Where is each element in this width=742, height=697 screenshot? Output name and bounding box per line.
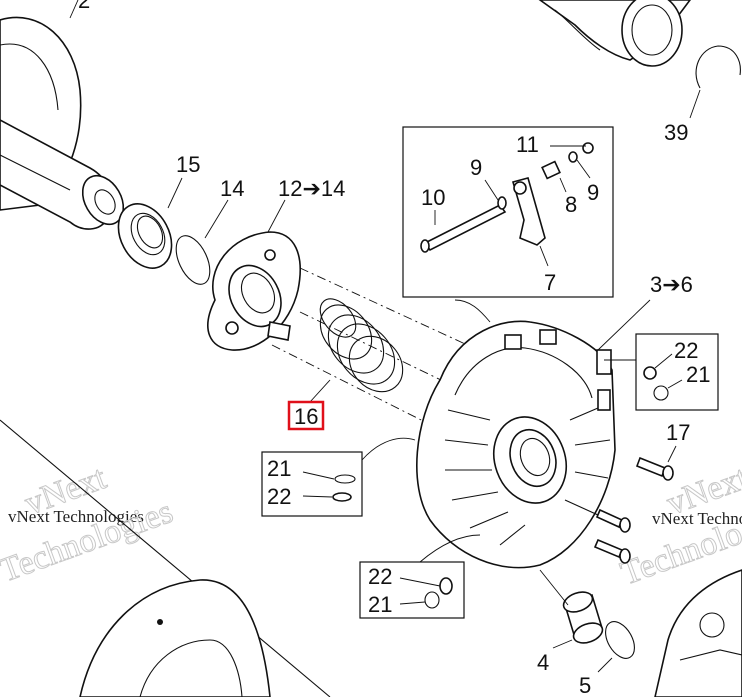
callout-5: 5	[579, 673, 591, 697]
callout-8: 8	[565, 192, 577, 217]
leader-7	[539, 245, 549, 267]
callout-16: 16	[294, 404, 318, 429]
callout-22b: 22	[267, 484, 291, 509]
callout-12-14: 12➔14	[278, 176, 345, 201]
part-2-fixed-sheave	[0, 16, 125, 230]
callout-22a: 22	[674, 338, 698, 363]
part-17-screws	[593, 456, 674, 564]
leader-15	[167, 177, 183, 209]
leader-16	[309, 379, 331, 403]
callout-4: 4	[537, 650, 549, 675]
callout-15: 15	[176, 152, 200, 177]
leader-21b	[302, 471, 335, 480]
callout-7: 7	[544, 270, 556, 295]
watermark-left: vNext vNext Technologies Technologies	[0, 459, 178, 590]
part-16-spring	[319, 298, 404, 393]
detail-box-right-22-21	[635, 333, 719, 411]
leader-left-box	[361, 437, 416, 461]
leader-8	[559, 177, 567, 193]
callout-21c: 21	[368, 592, 392, 617]
bottom-right-partial-part	[654, 569, 742, 697]
callout-10: 10	[421, 185, 445, 210]
watermark-right: vNext vNext Technologies Technolo	[616, 459, 742, 593]
detail-box-lever	[402, 126, 614, 298]
leader-22b	[302, 495, 333, 498]
leader-21a	[667, 379, 683, 389]
callout-22c: 22	[368, 564, 392, 589]
leader-14	[204, 199, 229, 239]
part-39-snap-ring	[695, 45, 741, 89]
leader-39	[689, 89, 701, 119]
leader-4-axis	[539, 569, 569, 606]
bottom-left-sheave-outline	[0, 419, 331, 697]
watermark-right-line2: vNext Technologies	[652, 509, 742, 528]
leader-9b	[576, 159, 591, 179]
callout-21b: 21	[267, 456, 291, 481]
part-3-housing	[416, 320, 616, 569]
part-12-cover-plate	[207, 231, 301, 351]
leader-9a	[484, 179, 499, 201]
detail-box-left-21-22	[261, 451, 363, 517]
leader-22c	[399, 577, 441, 587]
leader-4	[552, 639, 573, 649]
callout-39: 39	[664, 120, 688, 145]
part-15-seal	[117, 203, 173, 269]
callout-9b: 9	[587, 180, 599, 205]
leader-bottom-box	[419, 534, 481, 563]
part-5-ring	[605, 621, 635, 659]
callout-21a: 21	[686, 362, 710, 387]
leader-2	[69, 0, 79, 19]
leader-22a	[654, 353, 673, 369]
callout-9a: 9	[470, 155, 482, 180]
part-top-right-assembly	[538, 0, 691, 67]
detail-box-bottom-22-21	[359, 561, 465, 619]
leader-17	[667, 445, 677, 463]
leader-5	[597, 657, 613, 673]
part-4-bushing	[562, 591, 604, 644]
leader-detail-to-housing	[454, 299, 491, 323]
callout-3-6: 3➔6	[650, 272, 693, 297]
highlight-box-16	[287, 400, 325, 431]
callout-14: 14	[220, 176, 244, 201]
leader-21c	[399, 601, 426, 605]
callout-11: 11	[516, 132, 539, 157]
leader-3	[597, 299, 651, 351]
callout-2: 2	[78, 0, 90, 13]
callout-17: 17	[666, 420, 690, 445]
leader-12	[267, 199, 286, 233]
part-14-retaining-ring	[175, 235, 211, 285]
